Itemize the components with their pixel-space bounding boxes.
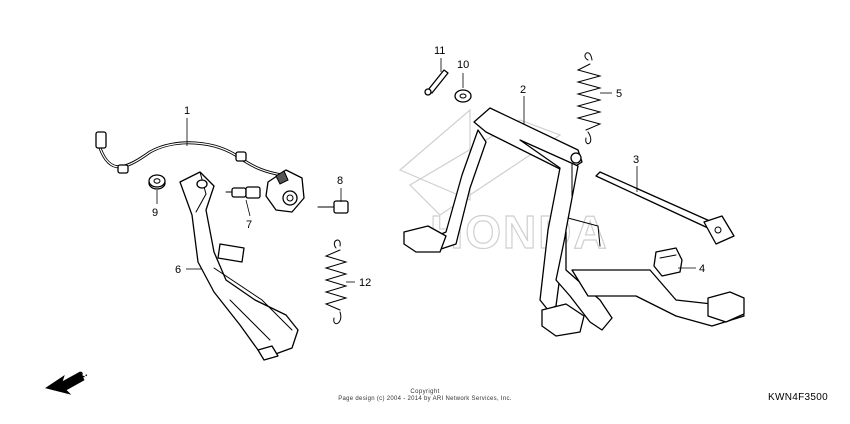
callout-5: 5 bbox=[616, 88, 622, 100]
leader-lines bbox=[156, 58, 696, 283]
part-8-bolt bbox=[317, 200, 349, 214]
part-9-collar bbox=[148, 174, 166, 190]
part-7-bolt bbox=[225, 186, 261, 199]
callout-10: 10 bbox=[457, 59, 469, 71]
callout-7: 7 bbox=[246, 219, 252, 231]
part-brake-switch bbox=[265, 169, 305, 213]
callout-1: 1 bbox=[184, 105, 190, 117]
part-5-spring bbox=[576, 52, 602, 145]
callout-8: 8 bbox=[337, 175, 343, 187]
part-1-brake-switch-harness bbox=[95, 131, 284, 177]
part-6-brake-pedal bbox=[179, 171, 299, 361]
part-2-main-stand bbox=[403, 107, 745, 337]
part-10-washer bbox=[454, 89, 472, 103]
callout-6: 6 bbox=[175, 264, 181, 276]
diagram-code: KWN4F3500 bbox=[768, 392, 828, 403]
part-4-stopper bbox=[653, 247, 683, 277]
callout-4: 4 bbox=[699, 263, 705, 275]
part-11-cotter-pin bbox=[424, 69, 449, 96]
callout-2: 2 bbox=[520, 84, 526, 96]
callout-9: 9 bbox=[152, 207, 158, 219]
callout-12: 12 bbox=[359, 277, 371, 289]
copyright-title: Copyright bbox=[410, 389, 440, 395]
part-3-pivot-shaft bbox=[595, 171, 735, 245]
front-indicator-label: FR. bbox=[70, 368, 90, 386]
copyright-notice: Page design (c) 2004 - 2014 by ARI Netwo… bbox=[338, 396, 512, 402]
callout-11: 11 bbox=[434, 45, 445, 57]
callout-3: 3 bbox=[633, 154, 639, 166]
part-12-spring bbox=[324, 239, 348, 325]
